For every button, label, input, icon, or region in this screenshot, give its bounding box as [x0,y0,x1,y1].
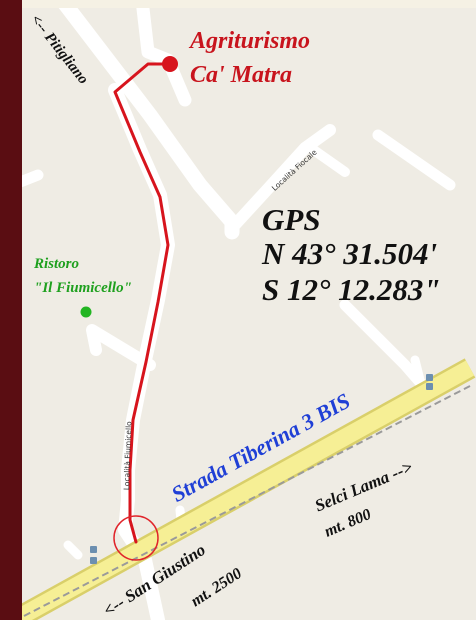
gps-north: N 43° 31.504' [262,236,438,271]
crossing-highlight [113,515,159,561]
road-south-spur-3 [410,355,425,385]
road-branch-west [86,324,156,371]
station-icon [426,374,433,390]
sidebar [0,0,22,620]
railway [23,385,471,617]
title-line-2: Ca' Matra [190,62,293,88]
route-line [113,62,172,544]
station-icon [90,546,97,564]
top-fade [22,0,476,8]
restaurant-line-2: "Il Fiumicello" [34,280,132,296]
gps-label: GPS [262,202,321,237]
road-south-spur-1 [63,540,83,560]
road-north [135,0,192,107]
road-fiocale-spur [303,141,350,177]
title-line-1: Agriturismo [190,28,311,54]
gps-south: S 12° 12.283" [262,272,441,307]
main-road [13,360,475,620]
minor-roads [0,0,456,620]
restaurant-line-1: Ristoro [34,256,80,272]
destination-marker[interactable] [162,56,178,72]
road-fiocale-stub [238,206,254,222]
restaurant-marker[interactable] [80,306,92,318]
road-east [372,129,456,191]
